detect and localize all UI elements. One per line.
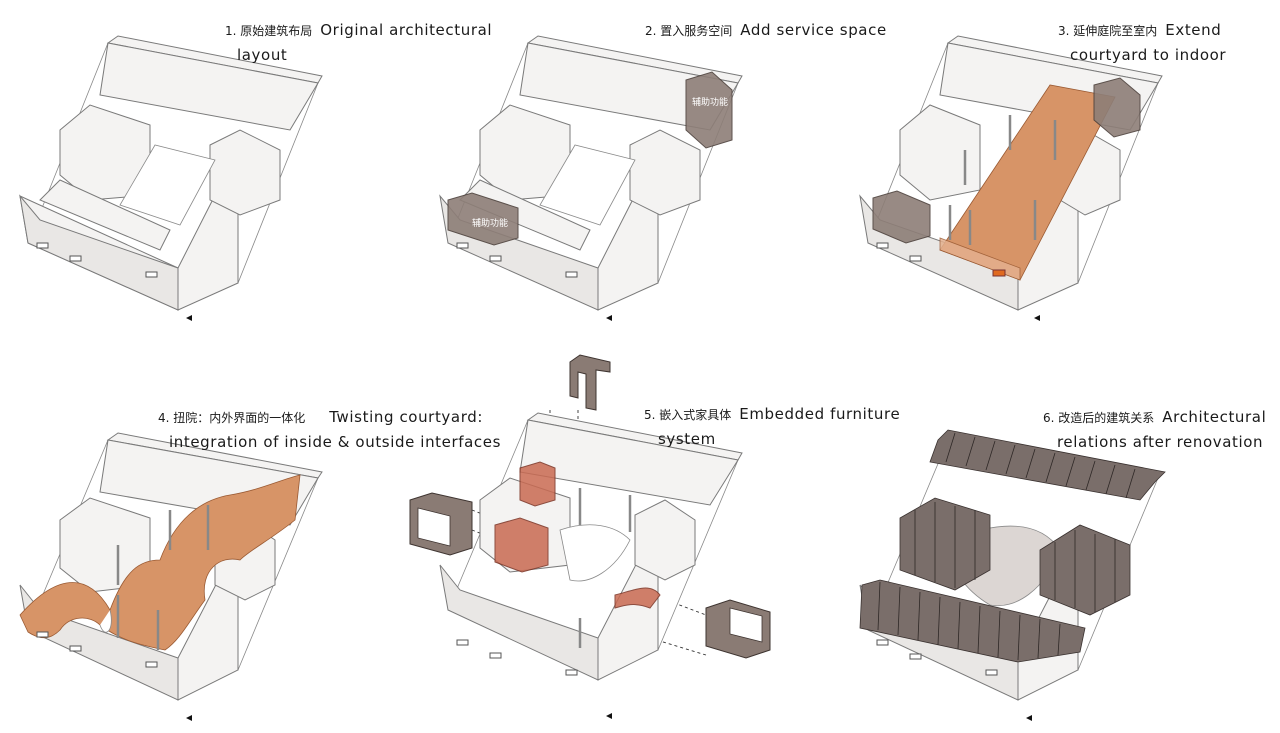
axonometric-after-renovation (859, 429, 1166, 721)
panel-4-title-zh: 4. 扭院：内外界面的一体化 (158, 411, 306, 425)
service-box-front (447, 192, 519, 246)
panel-4: 4. 扭院：内外界面的一体化 Twisting courtyard: integr… (0, 400, 500, 733)
entrance-arrow-icon (186, 315, 192, 321)
panel-6-title-en2: relations after renovation (1057, 433, 1264, 451)
furniture-red-shelf (519, 461, 556, 507)
axonometric-original-layout (19, 35, 323, 321)
panel-4-caption: 4. 扭院：内外界面的一体化 Twisting courtyard: integr… (158, 405, 501, 454)
entrance-arrow-icon (1026, 715, 1032, 721)
entrance-arrow-icon (1034, 315, 1040, 321)
panel-6-caption: 6. 改造后的建筑关系 Architectural relations after… (1043, 405, 1266, 454)
roof-left-wing (899, 497, 991, 591)
service-box-rear (685, 71, 733, 149)
axonometric-twisting-courtyard (19, 432, 323, 721)
panel-3-caption: 3. 延伸庭院至室内 Extend courtyard to indoor (1058, 18, 1226, 67)
panel-5-title-zh: 5. 嵌入式家具体 (644, 408, 732, 422)
panel-1-title-zh: 1. 原始建筑布局 (225, 24, 313, 38)
panel-6-title-zh: 6. 改造后的建筑关系 (1043, 411, 1155, 425)
panel-6-title-en: Architectural (1162, 408, 1267, 426)
panel-3-title-zh: 3. 延伸庭院至室内 (1058, 24, 1158, 38)
panel-1-title-en: Original architectural (320, 21, 493, 39)
furniture-red-cabinet (494, 517, 549, 573)
panel-5: 5. 嵌入式家具体 Embedded furniture system (400, 350, 900, 733)
panel-3: 3. 延伸庭院至室内 Extend courtyard to indoor (840, 0, 1280, 340)
panel-2: 辅助功能 辅助功能 2. 置入服务空间 Add service space (420, 0, 886, 340)
panel-5-caption: 5. 嵌入式家具体 Embedded furniture system (644, 402, 900, 451)
roof-tile-lines (877, 432, 1136, 661)
panel-2-title-en: Add service space (740, 21, 887, 39)
panel-6: 6. 改造后的建筑关系 Architectural relations after… (840, 400, 1280, 733)
entrance-arrow-icon (606, 713, 612, 719)
axonometric-service-space: 辅助功能 辅助功能 (439, 35, 743, 321)
roof-front (859, 579, 1086, 663)
panel-1-caption: 1. 原始建筑布局 Original architectural layout (225, 18, 492, 67)
service-box-rear-label: 辅助功能 (692, 96, 728, 108)
panel-4-title-en: Twisting courtyard: (329, 408, 483, 426)
entrance-arrow-icon (606, 315, 612, 321)
furniture-piece-top (569, 354, 611, 411)
panel-5-title-en: Embedded furniture (739, 405, 901, 423)
axonometric-embedded-furniture (409, 354, 771, 719)
panel-2-caption: 2. 置入服务空间 Add service space (645, 18, 887, 43)
twisting-courtyard-surface (19, 474, 301, 651)
panel-1: 1. 原始建筑布局 Original architectural layout (0, 0, 492, 340)
panel-5-title-en2: system (658, 430, 716, 448)
entrance-arrow-icon (186, 715, 192, 721)
roof-rear (929, 429, 1166, 501)
panel-1-title-en2: layout (237, 46, 288, 64)
axonometric-extend-courtyard (859, 35, 1163, 321)
service-box-front-label: 辅助功能 (472, 217, 508, 229)
panel-2-title-zh: 2. 置入服务空间 (645, 24, 733, 38)
panel-3-title-en2: courtyard to indoor (1070, 46, 1227, 64)
roof-right-wing (1039, 524, 1131, 616)
panel-4-title-en2: integration of inside & outside interfac… (169, 433, 502, 451)
panel-3-title-en: Extend (1165, 21, 1222, 39)
